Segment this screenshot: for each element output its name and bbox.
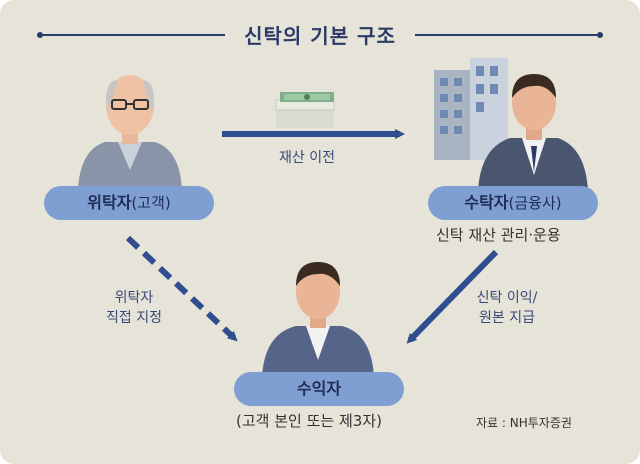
beneficiary-man-icon	[262, 262, 374, 378]
beneficiary-pill: 수익자	[234, 372, 404, 406]
transfer-label: 재산 이전	[279, 150, 335, 166]
designate-label-line1: 위탁자	[114, 290, 154, 306]
designate-label: 위탁자 직접 지정	[94, 288, 174, 328]
building-icon	[434, 58, 508, 160]
title-rule-right	[415, 32, 603, 38]
old-man-icon	[78, 75, 182, 190]
businessman-icon	[478, 74, 588, 192]
money-bundle-icon	[275, 92, 335, 128]
entrustor-sub: (고객)	[131, 194, 171, 212]
designate-arrow	[125, 235, 238, 342]
source-note: 자료 : NH투자증권	[476, 416, 572, 430]
payout-label-line1: 신탁 이익/	[476, 290, 538, 306]
title-rule-left	[37, 32, 225, 38]
payout-label-line2: 원본 지급	[479, 310, 535, 326]
payout-arrow	[406, 249, 499, 344]
trustee-desc: 신탁 재산 관리·운용	[436, 226, 561, 244]
payout-label: 신탁 이익/ 원본 지급	[462, 288, 552, 328]
trustee-sub: (금융사)	[508, 194, 562, 212]
entrustor-name: 위탁자	[87, 193, 132, 212]
beneficiary-desc: (고객 본인 또는 제3자)	[236, 412, 382, 430]
designate-label-line2: 직접 지정	[106, 310, 162, 326]
trustee-pill: 수탁자(금융사)	[428, 186, 598, 220]
diagram-title: 신탁의 기본 구조	[244, 24, 396, 48]
entrustor-pill: 위탁자(고객)	[44, 186, 214, 220]
beneficiary-name: 수익자	[296, 379, 342, 398]
trustee-name: 수탁자	[464, 193, 509, 212]
